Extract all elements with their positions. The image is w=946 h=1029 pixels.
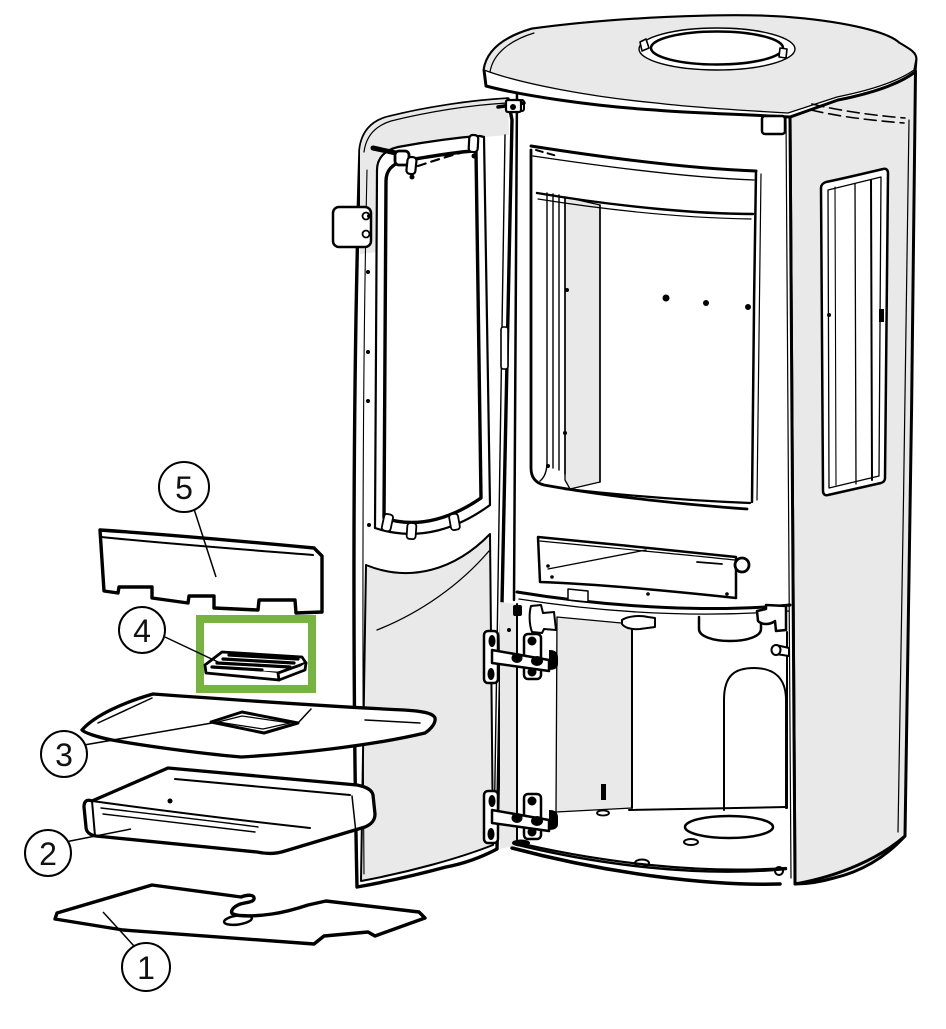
svg-text:3: 3 [55,737,73,773]
svg-text:1: 1 [137,950,155,986]
svg-text:5: 5 [175,470,193,506]
svg-text:4: 4 [133,613,151,649]
svg-text:2: 2 [39,836,57,872]
